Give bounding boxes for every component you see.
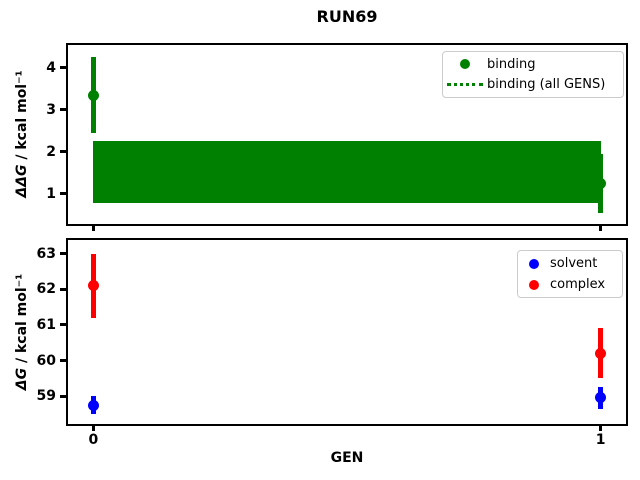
y-tick-label: 63 [36, 245, 56, 262]
top-axes: 4 3 2 1 [46, 43, 628, 231]
legend-marker-column [443, 59, 487, 70]
bottom-y-axis-label-symbol: ΔG [14, 367, 30, 391]
binding-dot-icon [460, 59, 470, 70]
y-tick-label: 3 [46, 101, 56, 118]
y-tick-mark [60, 66, 66, 70]
x-tick-mark [91, 426, 95, 431]
y-tick-label: 59 [36, 388, 56, 405]
y-tick-label: 1 [46, 185, 56, 202]
x-tick-mark [599, 426, 603, 431]
bottom-axes: 63 62 61 60 59 0 1 [37, 238, 628, 447]
y-tick-label: 62 [36, 281, 56, 298]
y-tick-label: 60 [36, 352, 56, 369]
x-tick-mark [599, 226, 603, 231]
y-tick-mark [60, 108, 66, 112]
legend-marker-column [443, 83, 487, 87]
solvent-data-point [87, 399, 99, 411]
y-tick-mark [60, 394, 66, 398]
confidence-band [93, 141, 601, 203]
legend-marker-column [518, 258, 550, 269]
legend-label: binding (all GENS) [487, 77, 606, 93]
legend-item-binding-all-gens: binding (all GENS) [443, 75, 623, 96]
y-tick-label: 61 [36, 316, 56, 333]
solvent-dot-icon [529, 258, 539, 269]
legend-item-binding: binding [443, 54, 623, 75]
top-legend: binding binding (all GENS) [442, 51, 624, 98]
legend-item-complex: complex [518, 274, 622, 295]
y-tick-label: 2 [46, 143, 56, 160]
y-tick-mark [60, 323, 66, 327]
y-tick-mark [60, 359, 66, 363]
solvent-data-point [595, 392, 607, 404]
binding-all-gens-dotted-line-icon [447, 83, 483, 87]
top-y-axis-label: ΔΔG / kcal mol⁻¹ [12, 24, 32, 244]
legend-label: solvent [550, 256, 598, 271]
bottom-legend: solvent complex [517, 250, 623, 298]
complex-data-point [87, 280, 99, 292]
y-tick-mark [60, 192, 66, 196]
legend-label: binding [487, 56, 536, 72]
legend-item-solvent: solvent [518, 253, 622, 274]
legend-label: complex [550, 277, 606, 292]
legend-marker-column [518, 279, 550, 290]
x-tick-label: 1 [595, 432, 606, 448]
x-tick-mark [91, 226, 95, 231]
complex-dot-icon [529, 279, 539, 290]
y-tick-mark [60, 150, 66, 154]
x-axis-label: GEN [330, 450, 364, 466]
binding-data-point [87, 89, 99, 101]
x-tick-label: 0 [88, 432, 99, 448]
binding-data-point [595, 177, 607, 189]
y-tick-mark [60, 287, 66, 291]
y-tick-mark [60, 252, 66, 256]
complex-data-point [595, 347, 607, 359]
y-tick-label: 4 [46, 59, 56, 76]
figure-title: RUN69 [316, 7, 378, 26]
